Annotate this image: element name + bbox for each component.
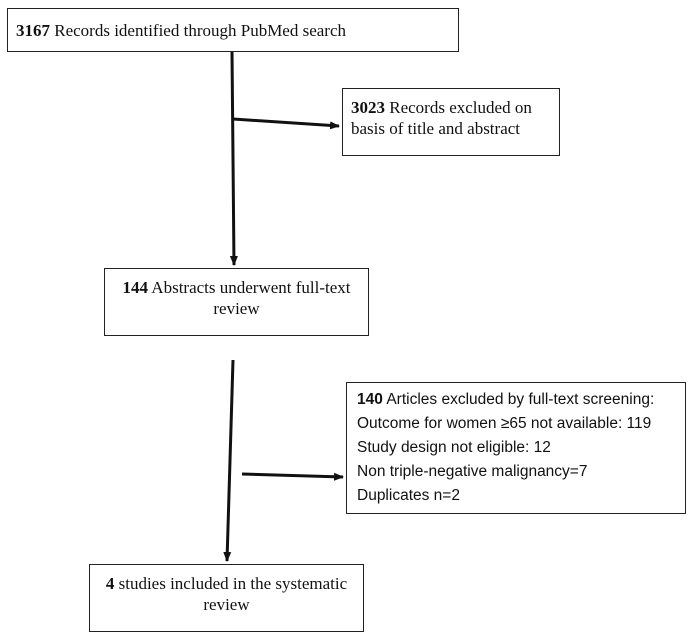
records-excluded-title-count: 3023 [351,98,385,117]
arrow-identified-to-fulltext [229,51,238,266]
articles-excluded-heading: Articles excluded by full-text screening… [386,391,655,408]
records-identified-box: 3167 Records identified through PubMed s… [7,8,459,52]
exclusion-reason-item: Duplicates n=2 [357,487,460,504]
records-excluded-title-box: 3023 Records excluded on basis of title … [342,88,560,156]
arrow-fulltext-to-included [223,359,235,562]
records-excluded-title-text-2: basis of title and abstract [351,119,521,138]
articles-excluded-count: 140 [357,391,383,408]
records-excluded-title-text-1: Records excluded on [389,98,532,117]
exclusion-reason-item: Outcome for women ≥65 not available: 119 [357,415,652,432]
records-identified-count: 3167 [16,21,50,40]
arrow-to-excluded-fulltext [241,472,344,481]
studies-included-count: 4 [105,574,115,593]
articles-excluded-fulltext-box: 140 Articles excluded by full-text scree… [346,382,686,514]
studies-included-text-1: studies included in the systematic [118,574,348,593]
records-identified-text: Records identified through PubMed search [54,21,347,40]
studies-included-text-2: review [203,595,250,614]
fulltext-review-count: 144 [122,278,148,297]
fulltext-review-text-1: Abstracts underwent full-text [151,278,351,297]
fulltext-review-text-2: review [213,299,260,318]
arrow-to-excluded-title [232,117,340,130]
studies-included-box: 4 studies included in the systematic rev… [89,564,364,632]
exclusion-reason-item: Non triple-negative malignancy=7 [357,463,588,480]
exclusion-reason-item: Study design not eligible: 12 [357,439,551,456]
fulltext-review-box: 144 Abstracts underwent full-text review [104,268,369,336]
